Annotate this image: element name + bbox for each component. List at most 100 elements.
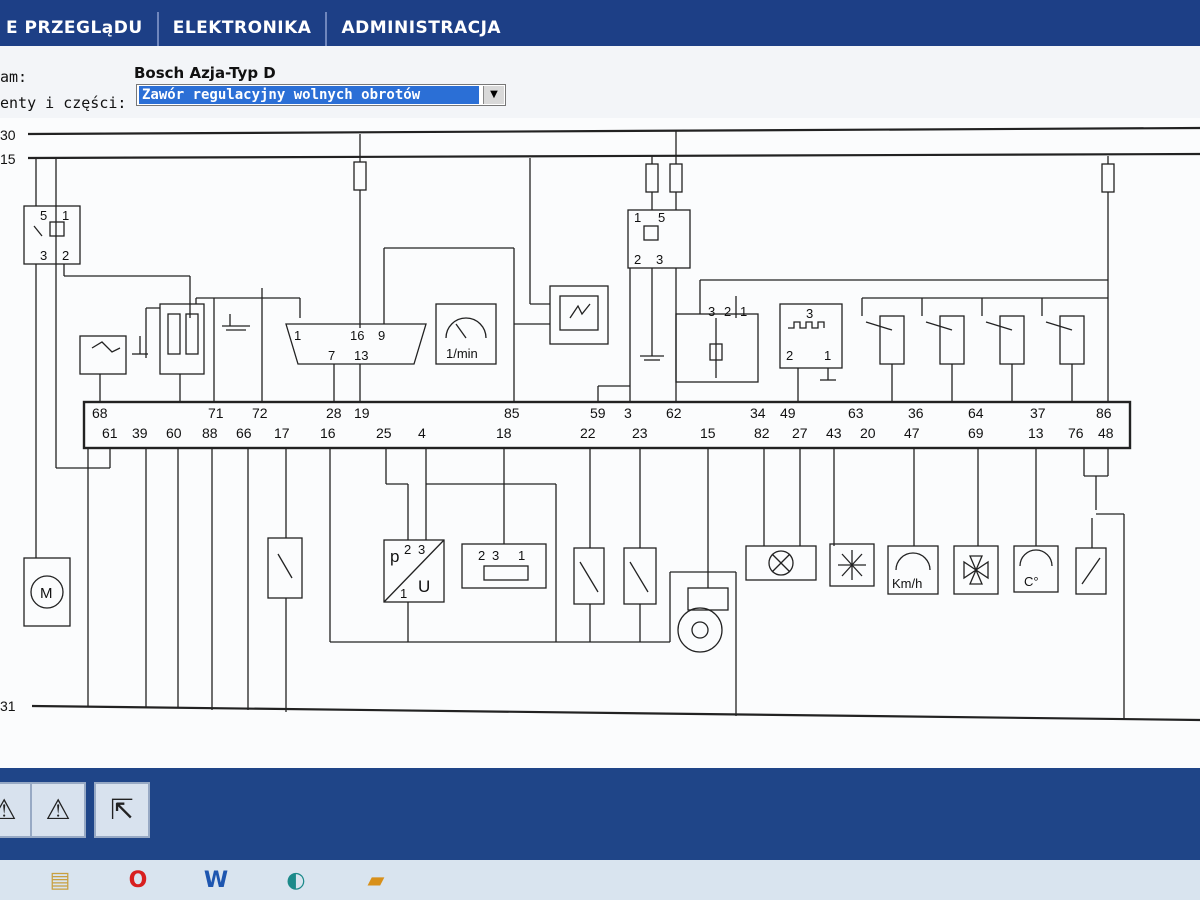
injector-3 bbox=[981, 298, 1025, 402]
rail-31 bbox=[31, 704, 1200, 722]
knock-sensor bbox=[79, 335, 127, 375]
pin-label: 49 bbox=[780, 405, 796, 421]
chevron-down-icon[interactable]: ▼ bbox=[483, 86, 504, 104]
diag-pin: 1 bbox=[294, 328, 301, 343]
menu-item-electronics[interactable]: ELEKTRONIKA bbox=[159, 12, 328, 46]
opera-icon[interactable]: O bbox=[128, 868, 148, 893]
temp-label: C° bbox=[1024, 574, 1039, 589]
diag-pin: 7 bbox=[328, 348, 335, 363]
pin-label: 34 bbox=[750, 405, 766, 421]
tachometer bbox=[435, 303, 497, 365]
system-value: Bosch Azja-Typ D bbox=[134, 64, 276, 82]
filter-panel: am: Bosch Azja-Typ D enty i części: bbox=[0, 46, 1200, 118]
throttle-potentiometer bbox=[461, 543, 547, 589]
lambda-sensor bbox=[1075, 547, 1107, 595]
pin-label: 18 bbox=[496, 425, 512, 441]
menu-item-administration[interactable]: ADMINISTRACJA bbox=[341, 18, 502, 38]
pin-label: 61 bbox=[102, 425, 118, 441]
relay1-pin: 5 bbox=[40, 208, 47, 223]
wiring-diagram: 30 15 31 68 71 72 28 19 85 59 3 62 34 49… bbox=[0, 118, 1200, 768]
file-explorer-icon[interactable]: ▤ bbox=[49, 868, 71, 893]
edge-icon[interactable]: ◐ bbox=[286, 868, 306, 893]
bottom-toolbar bbox=[0, 768, 1200, 860]
pin-label: 16 bbox=[320, 425, 336, 441]
ignition-module bbox=[549, 285, 609, 345]
app-icon[interactable]: ▰ bbox=[367, 868, 385, 893]
map-label: 2 bbox=[404, 542, 411, 557]
pin-label: 36 bbox=[908, 405, 924, 421]
pin-label: 60 bbox=[166, 425, 182, 441]
starter-motor bbox=[23, 557, 71, 627]
pin-label: 4 bbox=[418, 425, 426, 441]
map-sensor bbox=[383, 539, 445, 603]
pin-label: 47 bbox=[904, 425, 920, 441]
pin-label: 86 bbox=[1096, 405, 1112, 421]
pin-label: 48 bbox=[1098, 425, 1114, 441]
word-icon[interactable]: W bbox=[203, 868, 229, 893]
rail-label-31: 31 bbox=[0, 698, 16, 714]
speedometer bbox=[887, 545, 939, 595]
map-label: p bbox=[390, 547, 399, 566]
pin-label: 3 bbox=[624, 405, 632, 421]
sensor-pin: 2 bbox=[786, 348, 793, 363]
warning-icon[interactable]: ⚠ bbox=[30, 782, 86, 838]
throttle-pin: 1 bbox=[518, 548, 525, 563]
pin-label: 20 bbox=[860, 425, 876, 441]
pin-label: 17 bbox=[274, 425, 290, 441]
relay2-pin: 3 bbox=[656, 252, 663, 267]
diag-pin: 16 bbox=[350, 328, 364, 343]
map-label: 1 bbox=[400, 586, 407, 601]
valve-pin: 1 bbox=[740, 304, 747, 319]
pin-label: 37 bbox=[1030, 405, 1046, 421]
menu: E PRZEGLąDU ELEKTRONIKA ADMINISTRACJA bbox=[0, 12, 515, 46]
signal-generator bbox=[779, 303, 843, 369]
pin-label: 23 bbox=[632, 425, 648, 441]
ecu-connector bbox=[82, 400, 1132, 450]
pin-label: 25 bbox=[376, 425, 392, 441]
map-label: U bbox=[418, 577, 430, 596]
sensor-pin: 3 bbox=[806, 306, 813, 321]
relay2-pin: 1 bbox=[634, 210, 641, 225]
diag-pin: 9 bbox=[378, 328, 385, 343]
pin-label: 22 bbox=[580, 425, 596, 441]
pin-label: 72 bbox=[252, 405, 268, 421]
valve-pin: 3 bbox=[708, 304, 715, 319]
ac-compressor bbox=[829, 543, 875, 587]
relay1-pin: 2 bbox=[62, 248, 69, 263]
tacho-label: 1/min bbox=[446, 346, 478, 361]
menu-item-inspection[interactable]: E PRZEGLąDU bbox=[0, 12, 159, 46]
throttle-switch bbox=[267, 537, 303, 599]
injector-2 bbox=[921, 298, 965, 402]
component-label: enty i części: bbox=[0, 94, 127, 112]
coolant-sensor bbox=[623, 547, 657, 605]
pin-label: 76 bbox=[1068, 425, 1084, 441]
component-select[interactable]: Zawór regulacyjny wolnych obrotów ▼ bbox=[136, 84, 506, 106]
fuse-4 bbox=[1101, 163, 1115, 193]
pin-label: 27 bbox=[792, 425, 808, 441]
taskbar bbox=[0, 860, 1200, 900]
cooling-fan bbox=[953, 545, 999, 595]
pin-label: 15 bbox=[700, 425, 716, 441]
pin-label: 62 bbox=[666, 405, 682, 421]
injector-4 bbox=[1041, 298, 1085, 402]
arrow-icon[interactable]: ⇱ bbox=[94, 782, 150, 838]
pin-label: 69 bbox=[968, 425, 984, 441]
relay1-pin: 1 bbox=[62, 208, 69, 223]
pin-label: 66 bbox=[236, 425, 252, 441]
rail-labels: 30 15 31 bbox=[0, 127, 16, 714]
idle-control-valve bbox=[675, 313, 759, 383]
rail-label-30: 30 bbox=[0, 127, 16, 143]
fuel-pump-relay bbox=[627, 209, 691, 269]
relay2-pin: 2 bbox=[634, 252, 641, 267]
wiring-diagram-svg: 30 15 31 68 71 72 28 19 85 59 3 62 34 49… bbox=[0, 126, 1200, 722]
throttle-pin: 3 bbox=[492, 548, 499, 563]
warning-icon[interactable]: ⚠ bbox=[0, 782, 32, 838]
fuse-3 bbox=[669, 163, 683, 193]
component-select-value: Zawór regulacyjny wolnych obrotów bbox=[139, 86, 479, 104]
throttle-pin: 2 bbox=[478, 548, 485, 563]
pin-label: 63 bbox=[848, 405, 864, 421]
temperature-gauge bbox=[1013, 545, 1059, 593]
pin-label: 13 bbox=[1028, 425, 1044, 441]
relay2-pin: 5 bbox=[658, 210, 665, 225]
